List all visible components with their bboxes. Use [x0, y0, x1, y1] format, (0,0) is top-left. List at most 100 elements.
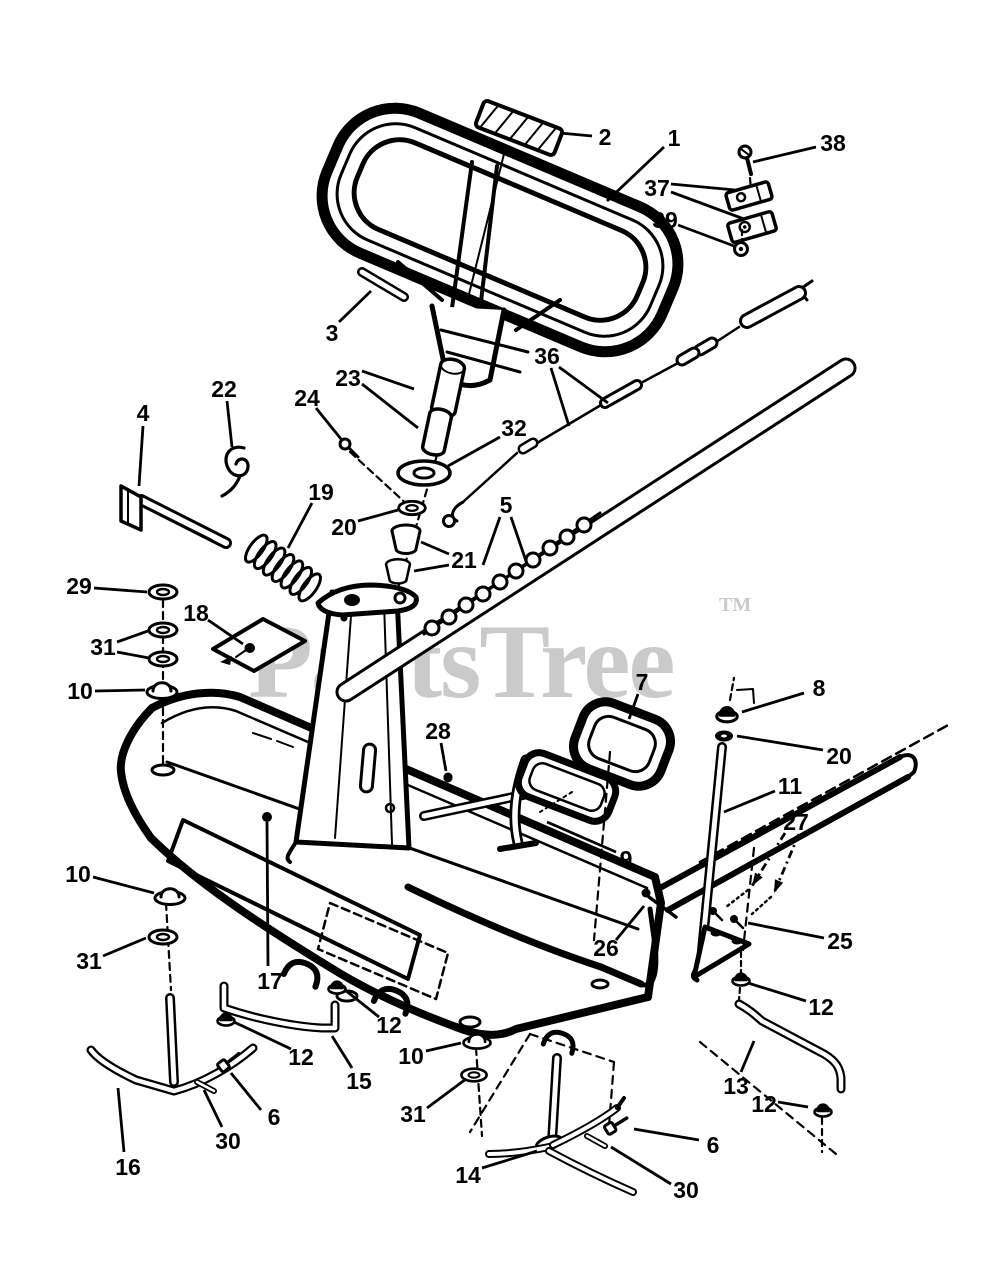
leader-line: [344, 988, 380, 1019]
brake-rod-middle: [216, 980, 347, 1033]
leader-line: [739, 1040, 756, 1073]
callout-label-24: 24: [294, 385, 320, 411]
leader-arrowhead: [752, 872, 763, 886]
leader-line: [670, 182, 736, 192]
callout-label-10: 10: [398, 1043, 424, 1069]
callout-label-31: 31: [90, 634, 116, 660]
leader-line: [425, 1041, 462, 1053]
leader-line: [93, 586, 148, 594]
callout-label-23: 23: [335, 365, 361, 391]
callout-label-31: 31: [400, 1101, 426, 1127]
lever-bottom-left: [86, 993, 258, 1096]
callout-31: 31: [400, 1077, 467, 1127]
callout-11: 11: [723, 773, 802, 814]
leader-line: [747, 981, 807, 1003]
leader-line: [752, 145, 817, 164]
callout-label-30: 30: [673, 1177, 699, 1203]
callout-15: 15: [330, 1035, 372, 1094]
washer-stack-lower-left: [147, 887, 187, 992]
callout-20: 20: [736, 734, 852, 769]
callout-label-6: 6: [707, 1132, 720, 1158]
control-cable: [442, 279, 814, 528]
spring: [244, 533, 322, 603]
callout-32: 32: [447, 415, 527, 468]
callout-label-18: 18: [183, 600, 209, 626]
detent-ball-strip: [422, 511, 602, 637]
callout-25: 25: [747, 921, 853, 954]
wheel-badge: [473, 99, 565, 157]
callout-10: 10: [398, 1041, 462, 1069]
callout-label-31: 31: [76, 948, 102, 974]
callout-19: 19: [286, 479, 334, 549]
leader-line: [736, 734, 824, 752]
callout-12: 12: [747, 981, 834, 1020]
leader-arrowhead: [774, 879, 784, 893]
callout-label-28: 28: [425, 718, 451, 744]
washer-stack-bottom-middle: [460, 1033, 492, 1138]
callout-31: 31: [90, 629, 150, 660]
clamp-hardware: [724, 144, 778, 257]
callout-9: 9: [546, 820, 632, 872]
leader-line: [225, 400, 234, 448]
callout-label-15: 15: [346, 1068, 372, 1094]
callout-label-37: 37: [644, 175, 670, 201]
torque-tube: [335, 357, 857, 703]
leader-line: [750, 832, 787, 887]
callout-30: 30: [202, 1089, 241, 1154]
callout-23: 23: [335, 365, 419, 430]
callout-label-25: 25: [827, 928, 853, 954]
callout-label-10: 10: [65, 861, 91, 887]
callout-label-1: 1: [668, 125, 681, 151]
callout-label-36: 36: [534, 343, 560, 369]
leader-line: [413, 563, 450, 573]
lever-bottom-middle: [468, 1032, 637, 1196]
callout-38: 38: [752, 130, 846, 164]
leader-line: [606, 145, 665, 203]
callout-39: 39: [652, 207, 735, 248]
tie-rod-right: [698, 999, 846, 1156]
callout-6: 6: [633, 1127, 720, 1158]
leader-line: [723, 789, 776, 814]
leader-line: [116, 1087, 126, 1153]
callout-20: 20: [331, 508, 399, 540]
leader-line: [777, 1100, 809, 1109]
callout-label-38: 38: [820, 130, 846, 156]
steering-tower: [285, 582, 419, 864]
roll-pin: [357, 267, 409, 302]
callout-label-8: 8: [813, 675, 826, 701]
callout-label-20: 20: [826, 743, 852, 769]
leader-line: [546, 820, 617, 854]
callout-24: 24: [294, 385, 343, 440]
callout-3: 3: [326, 289, 372, 346]
callout-22: 22: [211, 376, 237, 448]
callout-label-32: 32: [501, 415, 527, 441]
callout-label-4: 4: [137, 400, 150, 426]
leader-line: [361, 369, 415, 391]
callout-2: 2: [559, 124, 612, 150]
leader-line: [265, 821, 270, 967]
callout-10: 10: [65, 861, 155, 895]
callout-14: 14: [455, 1149, 538, 1188]
leader-line: [314, 407, 343, 440]
callout-13: 13: [723, 1040, 756, 1099]
callout-10: 10: [67, 678, 146, 704]
callout-31: 31: [76, 936, 147, 974]
callout-label-3: 3: [326, 320, 339, 346]
leader-line: [559, 131, 593, 138]
callout-4: 4: [137, 400, 150, 487]
callout-12: 12: [344, 988, 402, 1038]
callout-1: 1: [606, 125, 681, 203]
leader-dot: [244, 643, 254, 653]
leader-line: [338, 289, 372, 324]
callout-label-12: 12: [808, 994, 834, 1020]
callout-27: 27: [750, 809, 809, 894]
callout-label-2: 2: [599, 124, 612, 150]
callout-label-26: 26: [593, 935, 619, 961]
callout-label-5: 5: [500, 492, 513, 518]
leader-line: [447, 435, 501, 468]
leader-line: [677, 223, 735, 248]
callout-label-27: 27: [783, 809, 809, 835]
leader-line: [426, 1077, 467, 1110]
leader-line: [102, 936, 147, 958]
leader-line: [229, 1072, 263, 1111]
